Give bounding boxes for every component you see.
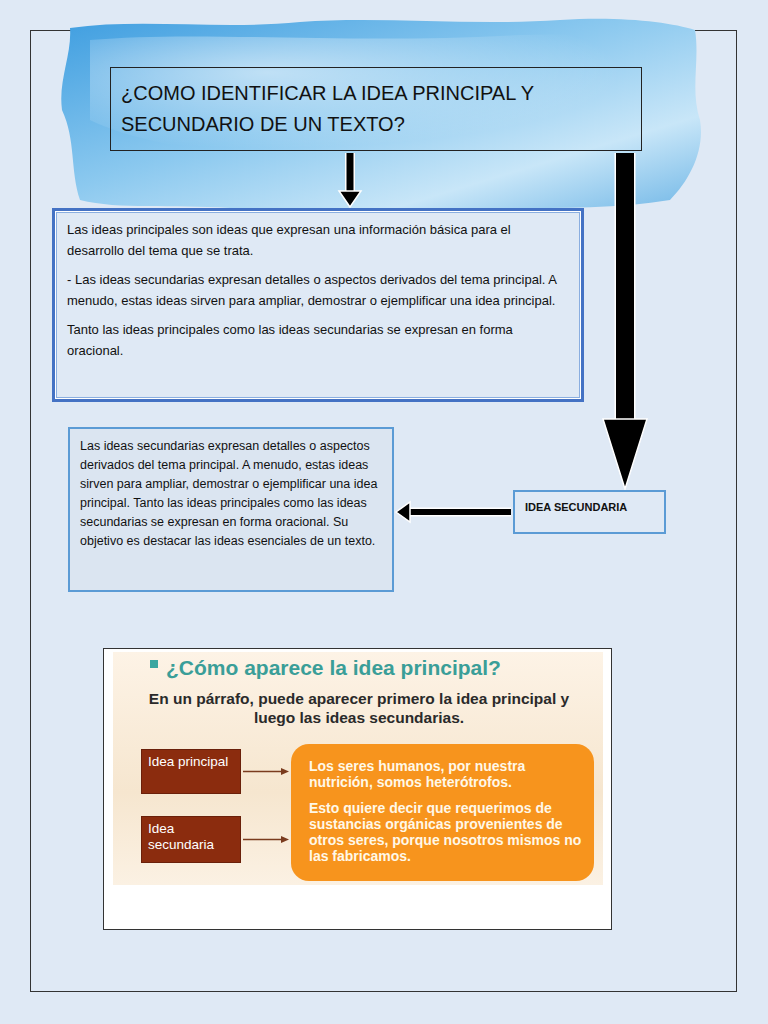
- term-box: Idea secundaria: [141, 816, 241, 863]
- label-box: IDEA SECUNDARIA: [513, 490, 666, 534]
- arrow-shaft: [347, 153, 354, 192]
- arrow-outline: [615, 153, 636, 420]
- arrow-shaft: [409, 509, 511, 515]
- node-text: ¿COMO IDENTIFICAR LA IDEA PRINCIPAL Y SE…: [121, 78, 631, 140]
- node-text: Idea principal: [148, 754, 234, 770]
- connector-arrow: [603, 153, 647, 489]
- arrow-shaft: [616, 153, 634, 420]
- node-body: - Las ideas secundarias expresan detalle…: [67, 269, 569, 311]
- node-text: IDEA SECUNDARIA: [525, 500, 654, 514]
- definition-box: Las ideas principales son ideas que expr…: [52, 208, 584, 402]
- arrow-shaft: [243, 771, 282, 773]
- arrow-outline: [409, 508, 511, 517]
- bullet-square: [150, 660, 160, 670]
- arrow-shaft: [243, 839, 282, 841]
- connector-arrow: [396, 502, 511, 522]
- arrow-head: [339, 191, 361, 207]
- arrow-head: [281, 768, 289, 775]
- arrow-outline: [345, 153, 355, 192]
- arrow-head: [281, 836, 289, 843]
- node-text: Idea secundaria: [148, 821, 234, 853]
- image-box: ¿Cómo aparece la idea principal? En un pá…: [103, 648, 612, 930]
- connector-arrow: [243, 768, 289, 775]
- node-text: Los seres humanos, por nuestra nutrición…: [309, 758, 582, 790]
- node-text: Las ideas secundarias expresan detalles …: [80, 437, 382, 551]
- node-text: Las ideas principales son ideas que expr…: [67, 219, 569, 261]
- node-body: Tanto las ideas principales como las ide…: [67, 319, 569, 361]
- arrow-head: [603, 419, 647, 489]
- explanation-box: Las ideas secundarias expresan detalles …: [68, 427, 394, 592]
- title-box: ¿COMO IDENTIFICAR LA IDEA PRINCIPAL Y SE…: [110, 67, 642, 151]
- splash-highlight: [90, 34, 680, 161]
- connector-arrow: [243, 836, 289, 843]
- node-body: Esto quiere decir que requerimos de sust…: [309, 800, 582, 864]
- connector-arrow: [339, 153, 361, 207]
- node-text: ¿Cómo aparece la idea principal?: [166, 655, 606, 681]
- term-box: Idea principal: [141, 749, 241, 794]
- example-box: Los seres humanos, por nuestra nutrición…: [291, 744, 594, 881]
- arrow-head: [396, 502, 410, 522]
- splash-shape: [61, 19, 701, 212]
- node-body: En un párrafo, puede aparecer primero la…: [134, 689, 584, 727]
